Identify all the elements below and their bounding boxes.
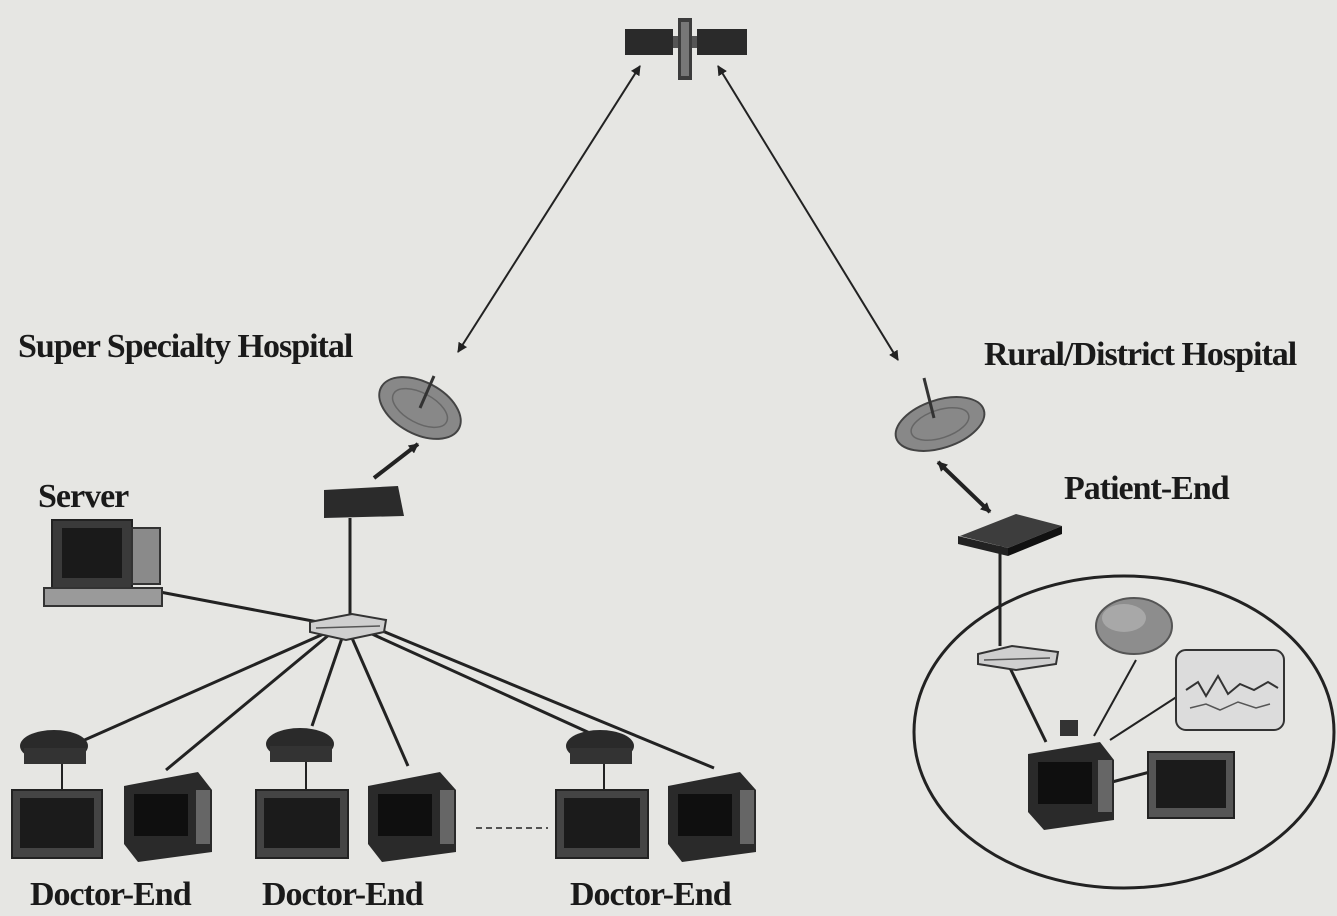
switch-patient-pc-link <box>1008 667 1048 743</box>
switch-pc3-link <box>379 628 715 770</box>
ecg-device-icon <box>1175 649 1285 731</box>
network-switch-left-icon <box>309 612 388 642</box>
satellite-dish-left-icon <box>378 375 462 440</box>
scanner-pc-link <box>1093 659 1137 737</box>
computer-3-icon <box>668 772 756 862</box>
doctor-end-label-3: Doctor-End <box>570 876 732 913</box>
satellite-icon <box>625 18 747 80</box>
modem-right-icon <box>958 514 1062 556</box>
patient-end-boundary <box>912 574 1336 890</box>
ecg-pc-link <box>1109 695 1179 741</box>
switch-printer1-link <box>79 630 329 744</box>
satellite-dish-right-icon <box>894 377 986 452</box>
computer-2-icon <box>368 772 456 862</box>
printer-1-icon <box>20 730 88 764</box>
modem-left-icon <box>324 486 404 518</box>
switch-printer2-link <box>310 637 344 727</box>
switch-pc1-link <box>165 632 331 772</box>
monitor-1-icon <box>11 789 103 859</box>
server-label: Server <box>38 478 129 515</box>
printer-2-icon <box>266 728 334 762</box>
switch-printer3-link <box>371 632 593 736</box>
computer-1-icon <box>124 772 212 862</box>
medical-scanner-icon <box>1095 597 1173 655</box>
dish-modem-link-right <box>936 460 992 514</box>
switch-pc2-link <box>350 637 410 767</box>
patient-computer-icon <box>1028 720 1114 830</box>
server-computer-icon <box>43 519 163 607</box>
doctor-end-label-2: Doctor-End <box>262 876 424 913</box>
monitor-3-icon <box>555 789 649 859</box>
satellite-link-left <box>457 65 641 353</box>
monitor-2-icon <box>255 789 349 859</box>
satellite-link-right <box>717 65 899 361</box>
patient-end-label: Patient-End <box>1064 470 1230 507</box>
doctor-end-label-1: Doctor-End <box>30 876 192 913</box>
rural-district-hospital-label: Rural/District Hospital <box>984 336 1297 373</box>
dish-modem-link-left <box>372 442 420 480</box>
server-switch-link <box>159 590 319 624</box>
network-switch-right-icon <box>977 644 1060 672</box>
super-specialty-hospital-label: Super Specialty Hospital <box>18 328 353 365</box>
printer-3-icon <box>566 730 634 764</box>
patient-monitor-icon <box>1147 751 1235 819</box>
pc-monitor-link <box>1111 770 1151 784</box>
